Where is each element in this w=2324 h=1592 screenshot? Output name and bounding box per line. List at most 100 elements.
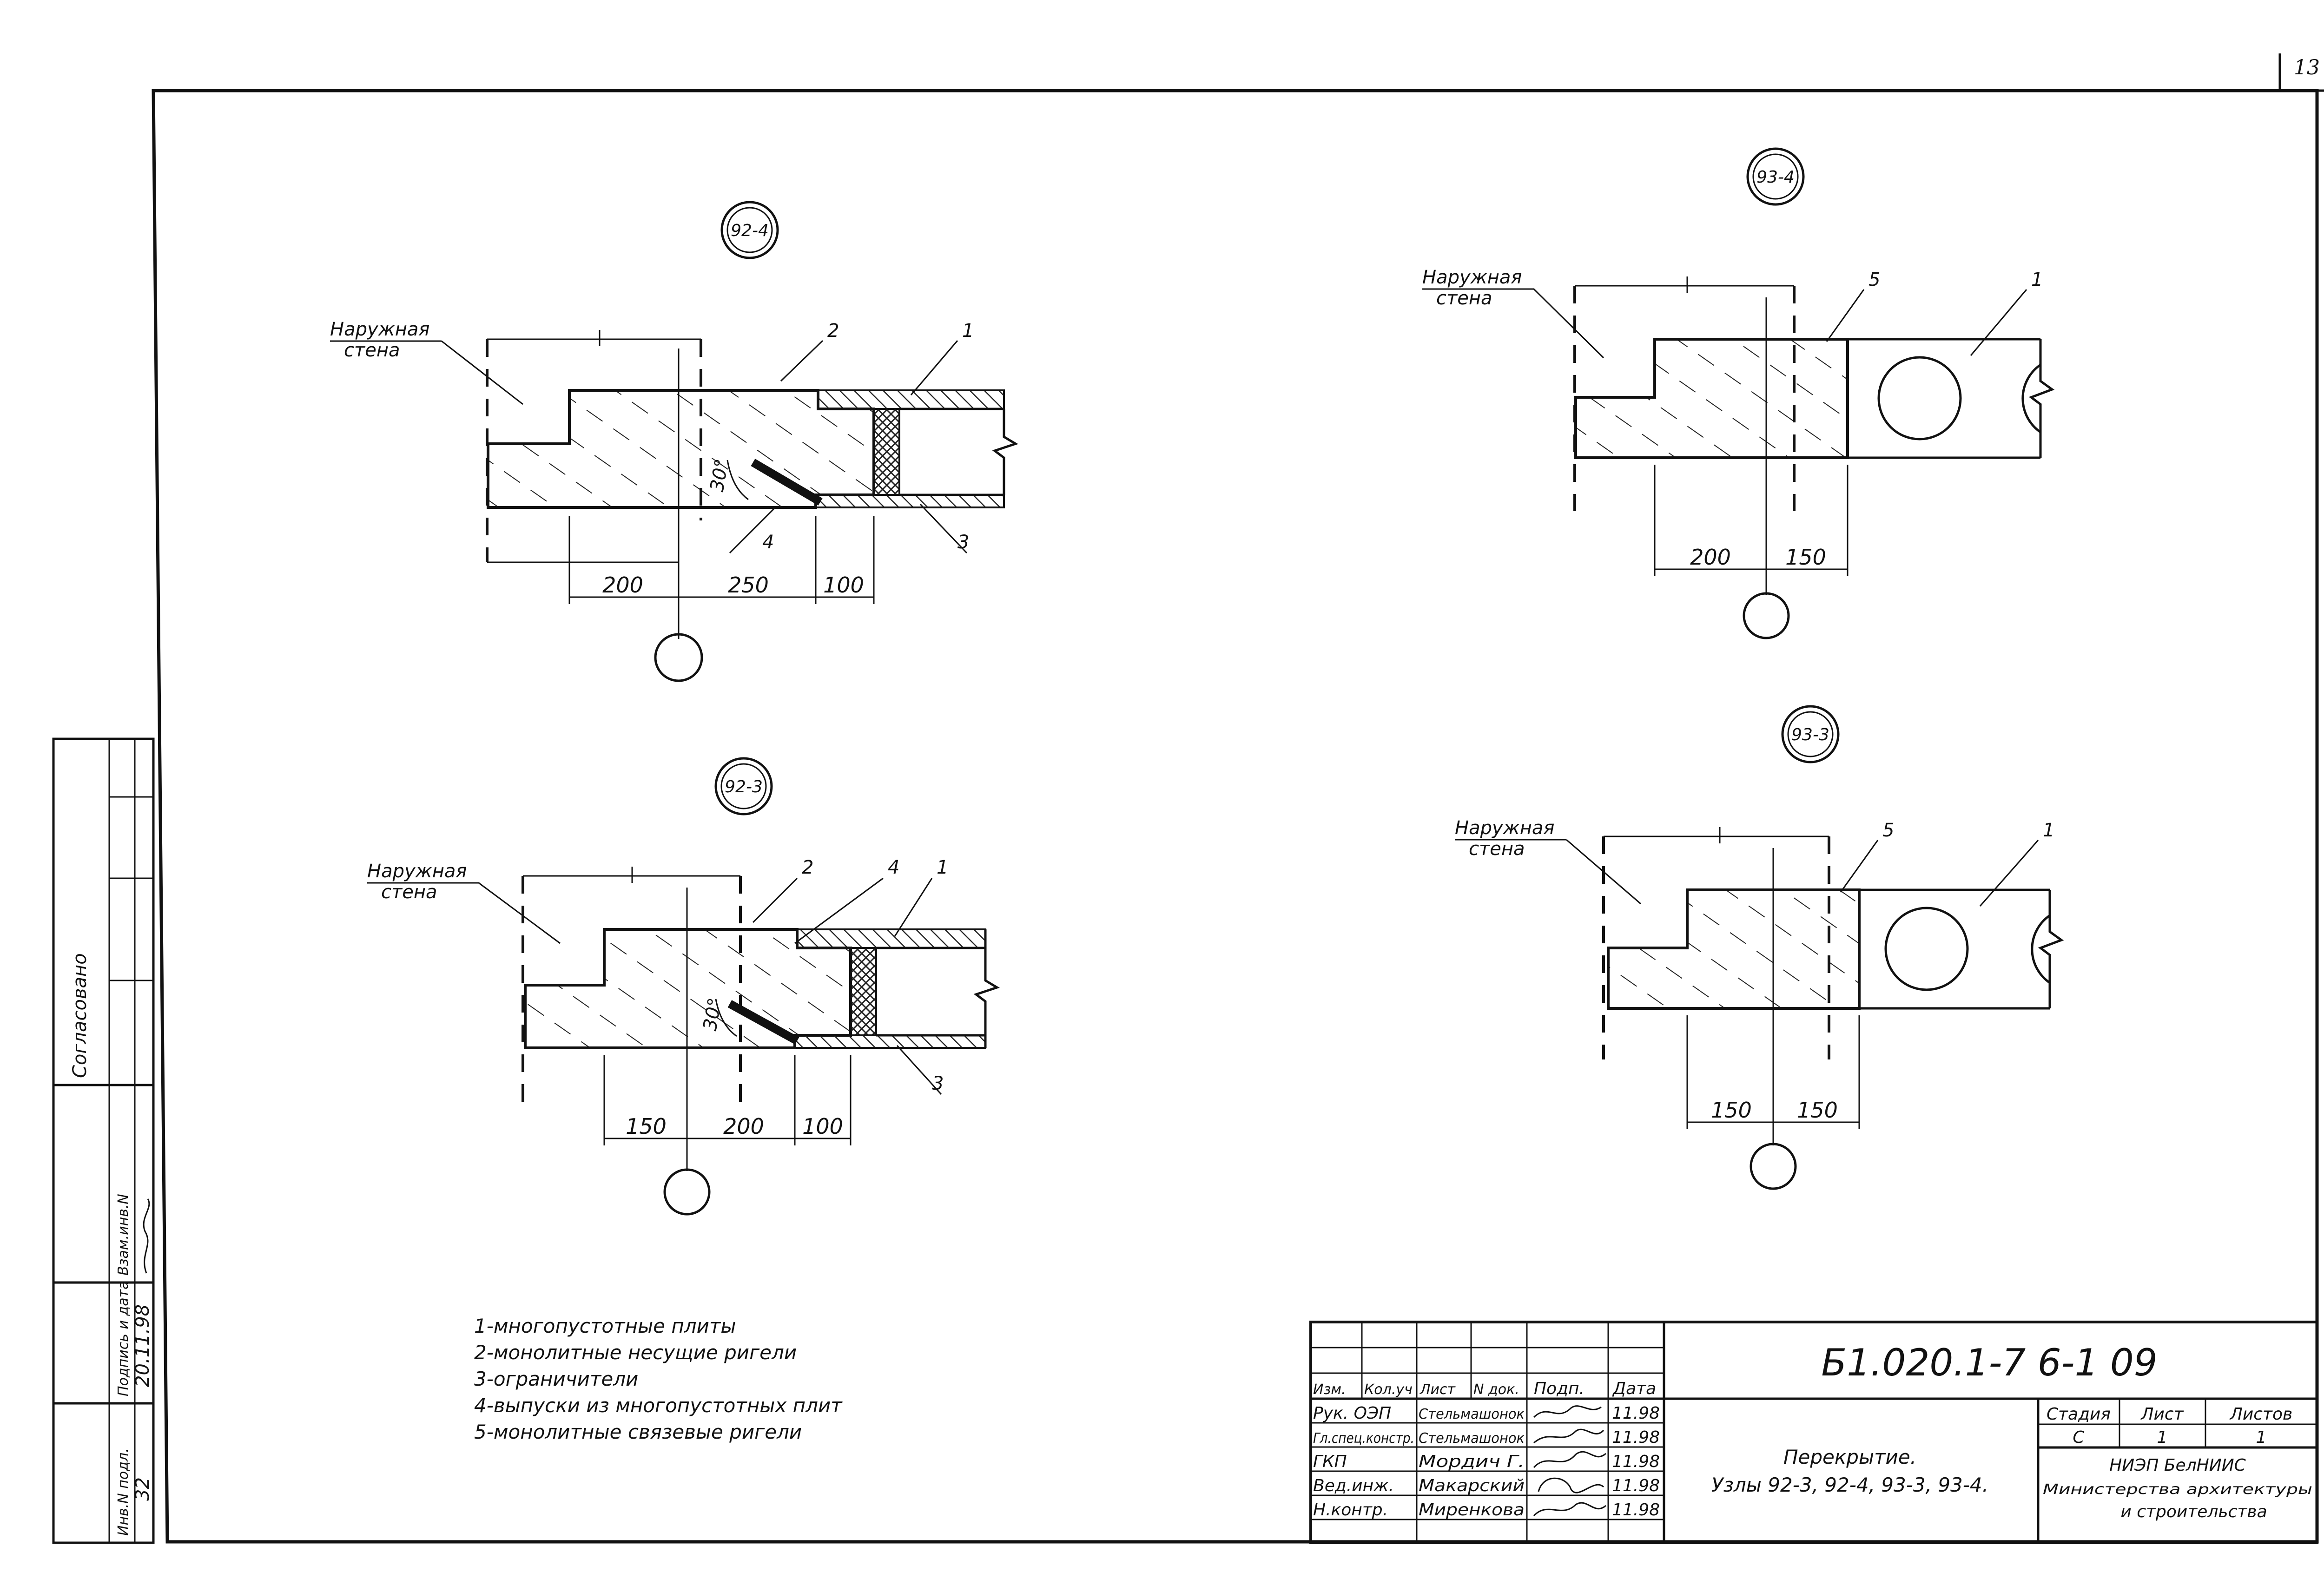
- inv-no-value: 32: [132, 1477, 153, 1501]
- outer-wall-label-l1: Наружная: [330, 319, 429, 340]
- tb-name-4: Макарский: [1419, 1476, 1525, 1495]
- outer-wall-label-l1: Наружная: [1422, 267, 1522, 288]
- tb-date-5: 11.98: [1612, 1500, 1660, 1520]
- slab-void-2: [2031, 914, 2051, 984]
- side-stamp: Согласовано Взам.инв.N Подпись и дата Ин…: [52, 737, 155, 1544]
- slab-top-flange: [796, 928, 986, 949]
- dim-150: 150: [626, 1114, 667, 1139]
- title-block-frame: [1309, 1321, 2318, 1544]
- axis-bubble: [654, 633, 703, 682]
- title-block: Изм. Кол.уч Лист N док. Подп. Дата Рук. …: [1309, 1321, 2318, 1544]
- callout-4: 4: [762, 532, 774, 553]
- dim-100: 100: [823, 572, 864, 598]
- callout-2-leader: [780, 340, 824, 382]
- callout-3-leader: [919, 503, 968, 554]
- tb-date-3: 11.98: [1612, 1452, 1660, 1471]
- callout-1: 1: [2031, 269, 2043, 290]
- sheet-value: 1: [2157, 1428, 2168, 1447]
- axis-bubble: [663, 1168, 711, 1216]
- dim-150-b: 150: [1797, 1098, 1838, 1123]
- node-label-93-4: 93-4: [1756, 168, 1795, 187]
- dim-200: 200: [1690, 545, 1731, 570]
- node-marker-92-4-inner: [726, 207, 773, 253]
- callout-5: 5: [1882, 820, 1894, 841]
- agreed-label: Согласовано: [69, 953, 91, 1078]
- tb-name-1: Стельмашонок: [1419, 1406, 1525, 1422]
- tb-header-list: Лист: [1419, 1381, 1456, 1398]
- break-line: [973, 929, 1000, 1048]
- tb-role-5: Н.контр.: [1313, 1500, 1388, 1520]
- restrictor-block: [850, 947, 877, 1036]
- org-line-3: и строительства: [2120, 1502, 2267, 1521]
- tb-name-5: Миренкова: [1419, 1500, 1525, 1520]
- callout-1: 1: [2043, 820, 2054, 841]
- detail-92-4: 92-4 Наружная стена 30° 200 250 100 2 1: [330, 201, 1018, 682]
- dim-150: 150: [1785, 545, 1826, 570]
- restrictor-block: [873, 408, 900, 496]
- slab-top-flange: [817, 389, 1005, 410]
- break-line: [2038, 890, 2064, 1008]
- detail-93-3: 93-3 Наружная стена 150 150 5 1: [1455, 705, 2064, 1190]
- slab-void-1: [1877, 356, 1962, 441]
- outer-wall-label-l2: стена: [381, 882, 437, 903]
- axis-bubble: [1750, 1143, 1797, 1190]
- tb-role-4: Вед.инж.: [1313, 1476, 1394, 1495]
- dim-100: 100: [802, 1114, 843, 1139]
- tb-date-4: 11.98: [1612, 1476, 1660, 1495]
- node-marker-93-3-inner: [1787, 711, 1834, 757]
- slab-bottom-flange: [794, 1034, 986, 1049]
- callout-3-leader: [896, 1045, 942, 1095]
- legend-item-4: 4-выпуски из многопустотных плит: [474, 1394, 843, 1417]
- callout-1-leader: [1970, 289, 2027, 356]
- stage-value: С: [2073, 1428, 2085, 1447]
- callout-2: 2: [802, 857, 813, 878]
- tb-role-3: ГКП: [1313, 1452, 1347, 1471]
- node-label-92-4: 92-4: [731, 221, 769, 240]
- sheets-label: Листов: [2229, 1405, 2292, 1424]
- callout-4: 4: [888, 857, 899, 878]
- node-marker-92-4: [720, 201, 779, 259]
- node-label-93-3: 93-3: [1791, 725, 1829, 744]
- dim-200: 200: [602, 572, 643, 598]
- signature-5: [1533, 1502, 1606, 1517]
- legend-item-5: 5-монолитные связевые ригели: [474, 1421, 802, 1443]
- outer-wall-leader: [1533, 288, 1604, 359]
- outer-wall-label-l2: стена: [1436, 288, 1492, 309]
- node-marker-93-3: [1781, 705, 1840, 763]
- page-number: 13: [2294, 56, 2320, 79]
- legend-item-1: 1-многопустотные плиты: [474, 1315, 736, 1337]
- signature-1: [1533, 1405, 1602, 1418]
- node-marker-93-4-inner: [1752, 153, 1799, 200]
- tie-beam: [1607, 888, 1861, 1010]
- sheets-value: 1: [2256, 1428, 2267, 1447]
- outer-wall-label-l2: стена: [344, 340, 400, 361]
- angle-arc: [715, 999, 737, 1037]
- callout-1-leader: [1979, 840, 2039, 907]
- detail-93-4: 93-4 Наружная стена 200 150 5 1: [1422, 147, 2055, 639]
- sign-date-label: Подпись и дата: [115, 1281, 132, 1397]
- signature-2: [1533, 1428, 1604, 1444]
- tb-header-koluch: Кол.уч: [1364, 1381, 1413, 1398]
- tb-role-1: Рук. ОЭП: [1313, 1404, 1391, 1423]
- callout-1: 1: [937, 857, 948, 878]
- axis-bubble: [1743, 592, 1790, 639]
- dim-250: 250: [728, 572, 769, 598]
- tie-beam: [1574, 338, 1849, 459]
- dim-200: 200: [723, 1114, 764, 1139]
- legend-item-3: 3-ограничители: [474, 1368, 638, 1390]
- node-marker-92-3: [714, 757, 773, 816]
- slab-void-2: [2021, 363, 2041, 434]
- callout-5: 5: [1868, 269, 1880, 290]
- outer-wall-label-l1: Наружная: [1455, 817, 1554, 839]
- angle-arc: [726, 460, 749, 500]
- callout-2-leader: [752, 877, 798, 923]
- tb-date-2: 11.98: [1612, 1428, 1660, 1447]
- slab-bottom-flange: [815, 494, 1005, 508]
- callout-4-leader: [729, 506, 777, 554]
- break-line: [992, 409, 1018, 495]
- tb-header-izm: Изм.: [1313, 1381, 1346, 1398]
- dim-150-a: 150: [1711, 1098, 1752, 1123]
- title-line-2: Узлы 92-3, 92-4, 93-3, 93-4.: [1711, 1474, 1988, 1496]
- callout-5-leader: [1840, 840, 1879, 893]
